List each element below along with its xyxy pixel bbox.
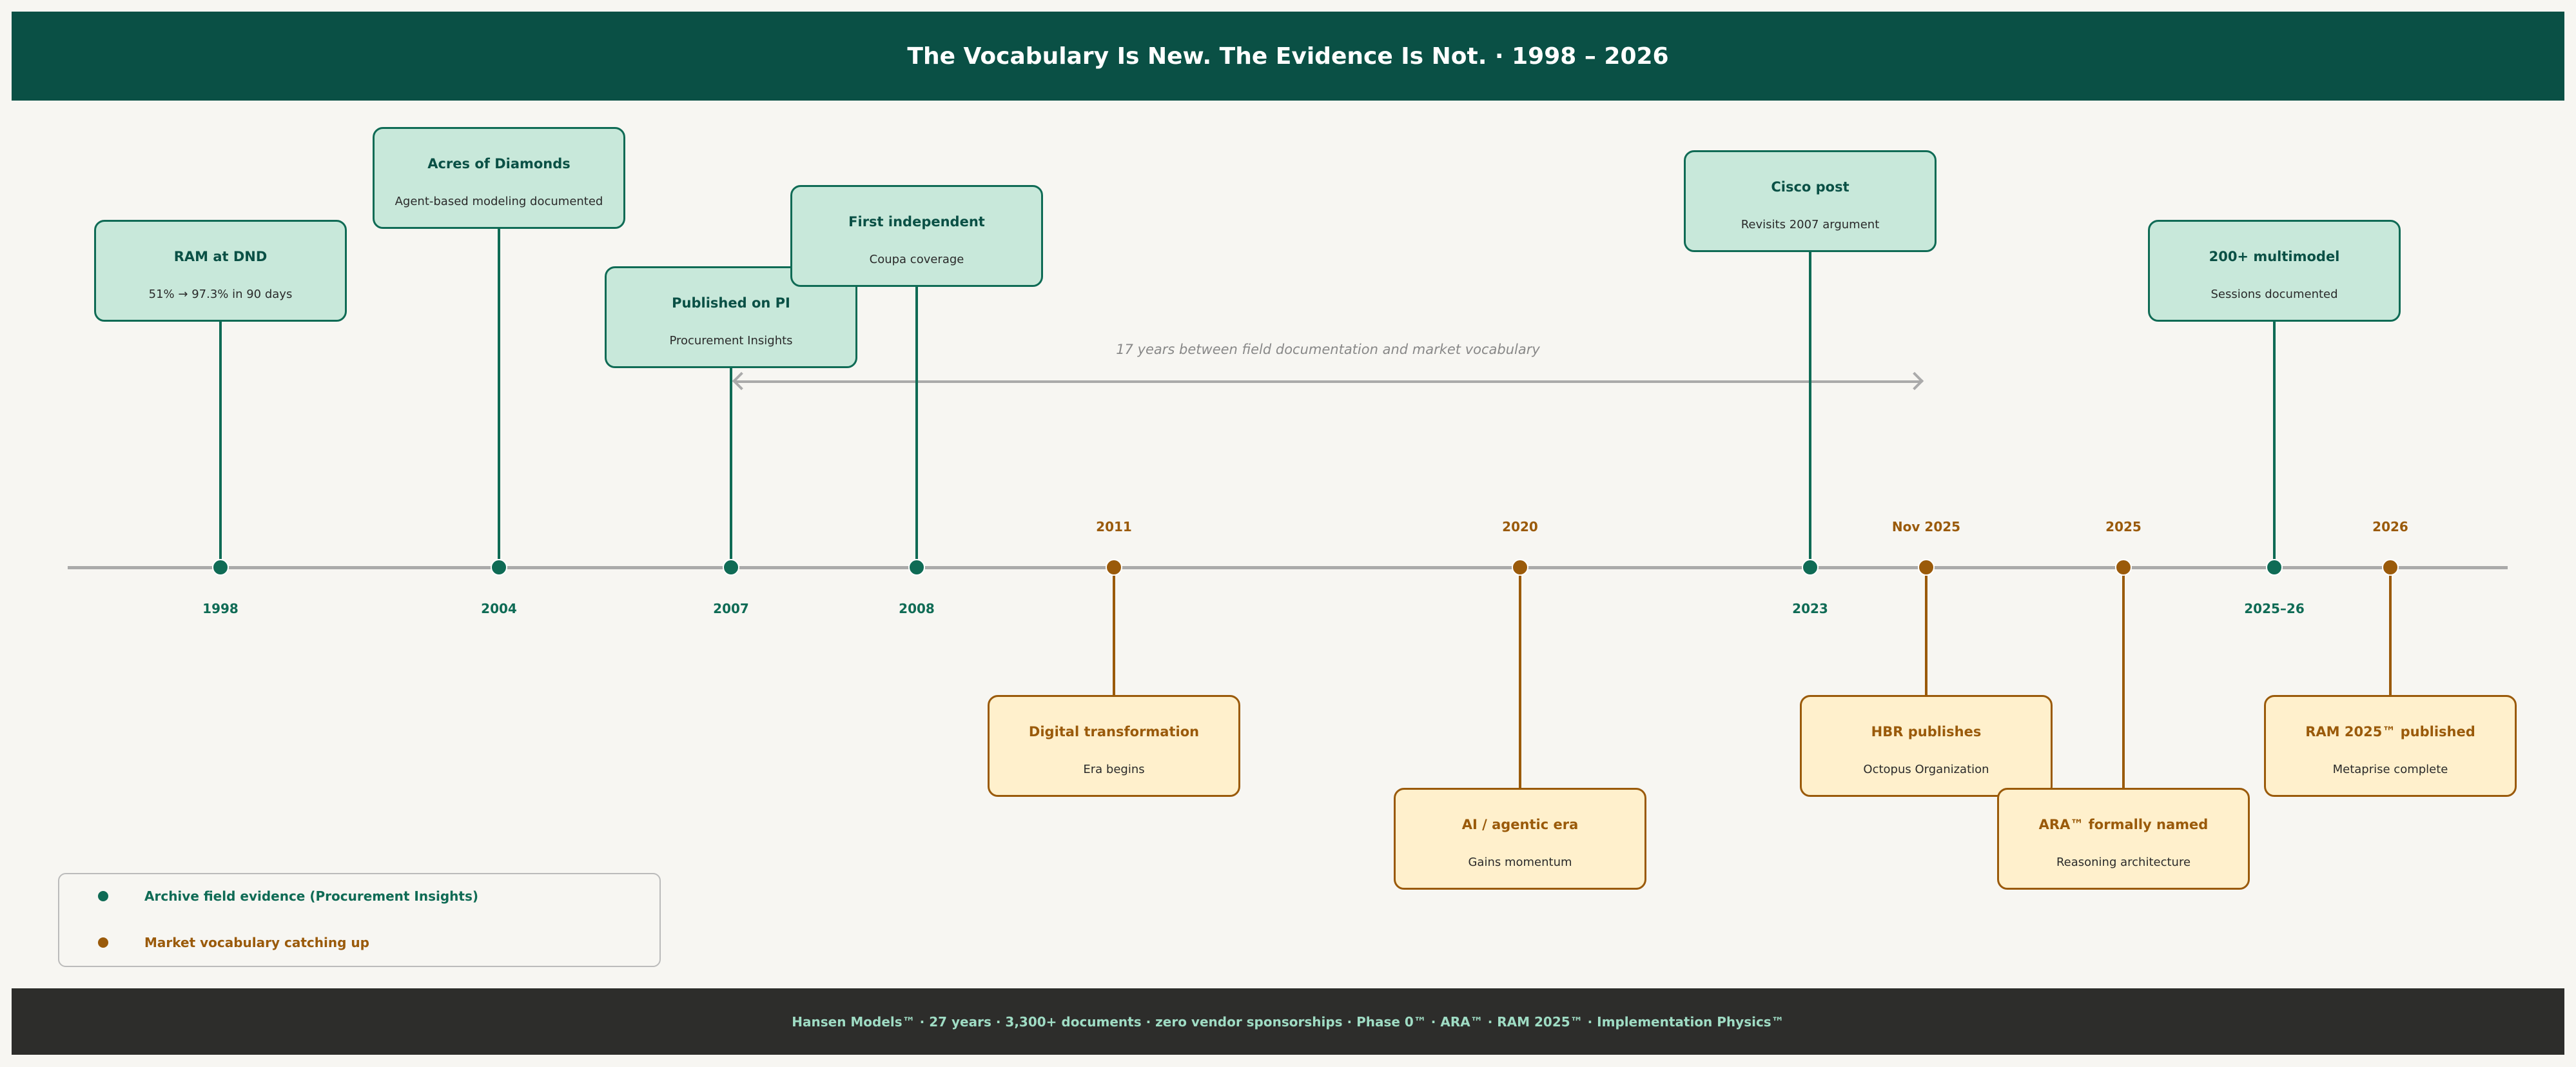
legend-label: Market vocabulary catching up [144,935,369,950]
archive-marker-dot [2266,559,2283,576]
event-connector [2389,567,2392,695]
event-year: 2011 [1096,519,1132,534]
archive-marker-dot [212,559,229,576]
event-title: Published on PI [672,295,790,311]
event-year: 2025 [2105,519,2142,534]
event-connector [2122,567,2125,788]
archive-marker-dot [1802,559,1819,576]
event-card: RAM at DND 51% → 97.3% in 90 days [94,220,347,322]
event-connector [498,229,500,567]
event-subtitle: Gains momentum [1468,856,1572,869]
market-marker-dot [1106,559,1122,576]
event-year: 2004 [481,601,517,616]
event-year: 2026 [2372,519,2408,534]
archive-marker-dot [908,559,925,576]
event-title: RAM at DND [173,249,268,264]
event-title: AI / agentic era [1461,817,1579,832]
legend-item-archive: Archive field evidence (Procurement Insi… [98,888,478,904]
legend: Archive field evidence (Procurement Insi… [58,873,661,967]
legend-item-market: Market vocabulary catching up [98,935,369,950]
event-title: HBR publishes [1871,724,1982,739]
event-connector [1925,567,1927,695]
event-title: Acres of Diamonds [427,156,571,171]
market-marker-dot [2382,559,2399,576]
event-subtitle: Coupa coverage [869,253,964,266]
event-subtitle: Sessions documented [2210,288,2338,301]
event-connector [219,322,222,567]
event-year: 2008 [899,601,935,616]
market-marker-dot [1512,559,1528,576]
event-title: 200+ multimodel [2209,249,2340,264]
event-title: First independent [848,214,985,230]
event-connector [1519,567,1521,788]
footer-text: Hansen Models™ · 27 years · 3,300+ docum… [792,1013,1784,1030]
event-year: 2020 [1502,519,1538,534]
event-subtitle: Agent-based modeling documented [395,195,603,208]
event-subtitle: Era begins [1083,763,1145,776]
event-title: RAM 2025™ published [2305,724,2475,739]
market-marker-dot [2115,559,2132,576]
timeline-axis [68,566,2508,569]
event-connector [730,368,732,567]
event-connector [1113,567,1115,695]
legend-label: Archive field evidence (Procurement Insi… [144,888,479,904]
market-marker-dot [1918,559,1935,576]
archive-marker-dot [491,559,507,576]
event-year: 2025–26 [2244,601,2305,616]
event-subtitle: Metaprise complete [2332,763,2448,776]
event-subtitle: 51% → 97.3% in 90 days [148,288,293,301]
event-title: Digital transformation [1028,724,1200,739]
event-year: 2007 [713,601,749,616]
event-year: Nov 2025 [1891,519,1961,534]
event-connector [1809,252,1811,567]
event-year: 1998 [202,601,239,616]
event-connector [2273,322,2276,567]
event-connector [915,287,918,567]
gap-label: 17 years between field documentation and… [1116,342,1540,357]
gap-double-arrow [735,380,1921,383]
event-subtitle: Revisits 2007 argument [1741,218,1880,231]
page-title: The Vocabulary Is New. The Evidence Is N… [907,43,1669,70]
archive-marker-dot [723,559,739,576]
event-subtitle: Reasoning architecture [2056,856,2191,869]
event-title: Cisco post [1771,179,1849,195]
market-dot-icon [98,937,108,948]
event-subtitle: Octopus Organization [1863,763,1989,776]
event-year: 2023 [1792,601,1828,616]
archive-dot-icon [98,891,108,901]
event-subtitle: Procurement Insights [669,334,793,348]
header-bar: The Vocabulary Is New. The Evidence Is N… [12,12,2564,101]
event-title: ARA™ formally named [2038,817,2209,832]
footer-bar: Hansen Models™ · 27 years · 3,300+ docum… [12,988,2564,1055]
